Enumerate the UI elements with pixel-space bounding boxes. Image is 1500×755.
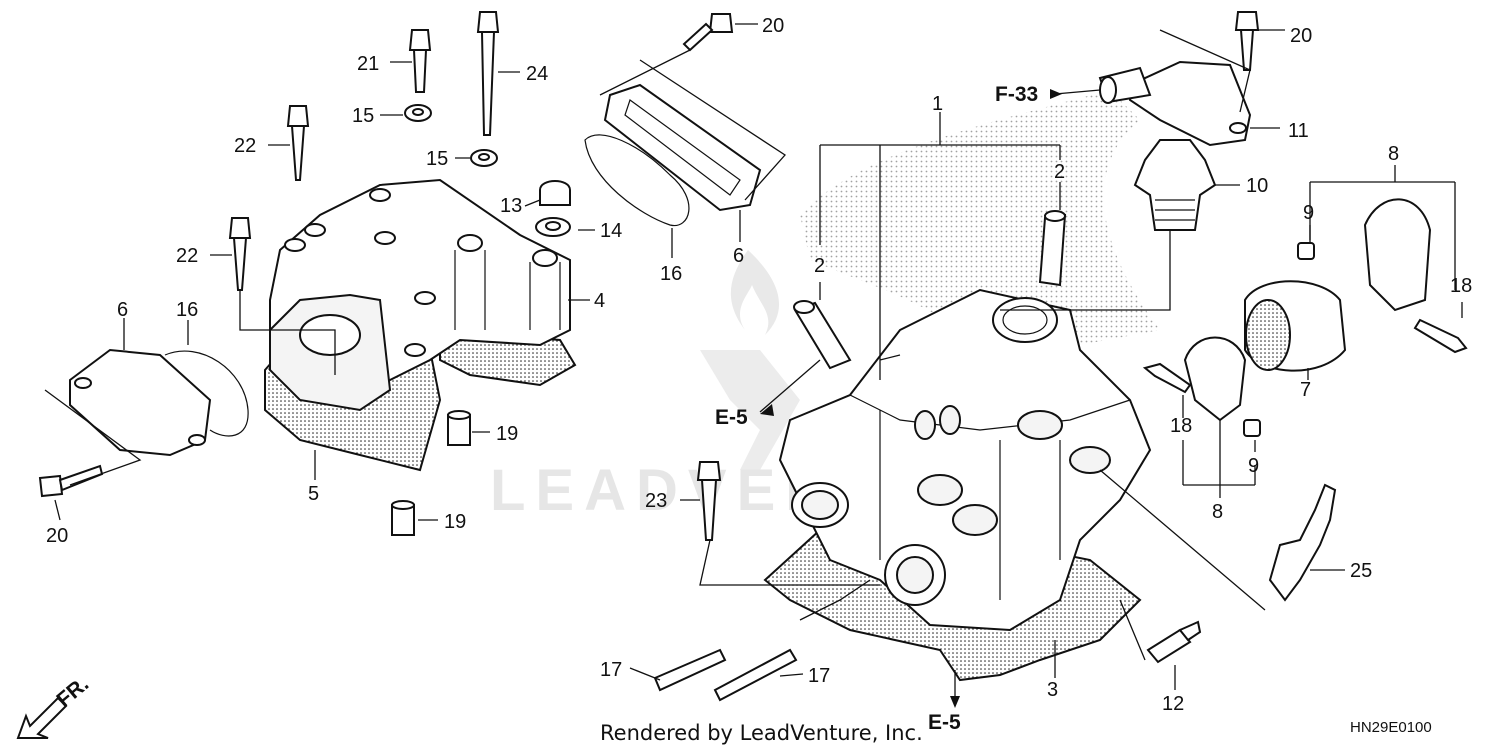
callout-10: 10 xyxy=(1246,175,1268,197)
callout-24: 24 xyxy=(526,63,548,85)
callout-19: 19 xyxy=(496,423,518,445)
callout-labels: 1 2 2 3 4 5 6 6 7 8 8 9 9 10 11 12 13 14… xyxy=(46,15,1472,715)
ref-f33: F-33 xyxy=(995,83,1038,106)
ref-e5-upper: E-5 xyxy=(715,406,748,429)
callout-18: 18 xyxy=(1170,415,1192,437)
callout-20: 20 xyxy=(762,15,784,37)
callout-20: 20 xyxy=(1290,25,1312,47)
shaded-region xyxy=(800,90,1160,360)
callout-21: 21 xyxy=(357,53,379,75)
callout-16: 16 xyxy=(660,263,682,285)
callout-5: 5 xyxy=(308,483,319,505)
callout-4: 4 xyxy=(594,290,605,312)
bolt-24 xyxy=(476,11,500,33)
stud-17-right xyxy=(713,648,798,702)
callout-22: 22 xyxy=(176,245,198,267)
callout-25: 25 xyxy=(1350,560,1372,582)
callout-18: 18 xyxy=(1450,275,1472,297)
front-direction-marker: FR. xyxy=(16,672,93,739)
callout-8: 8 xyxy=(1388,143,1399,165)
cover-port-opening xyxy=(299,314,361,356)
bolt-20-right xyxy=(1234,11,1260,31)
cap-nut-13 xyxy=(539,180,571,206)
thermostat-cover-11 xyxy=(1129,60,1252,147)
callout-16: 16 xyxy=(176,299,198,321)
callout-15: 15 xyxy=(352,105,374,127)
screw-18-left xyxy=(1142,362,1192,394)
stud-17-left xyxy=(653,648,727,692)
o-ring-16-upper xyxy=(584,134,690,227)
ref-e5-lower: E-5 xyxy=(928,711,961,734)
callout-1: 1 xyxy=(932,93,943,115)
bolt-21 xyxy=(408,29,432,51)
callout-8: 8 xyxy=(1212,501,1223,523)
ref-arrow-icon xyxy=(950,696,960,708)
callout-12: 12 xyxy=(1162,693,1184,715)
clip-9-upper xyxy=(1297,242,1315,260)
cover-cap-6-upper xyxy=(603,83,762,212)
ref-arrow-icon xyxy=(760,404,774,416)
callout-9: 9 xyxy=(1248,455,1259,477)
cylinder-head-3 xyxy=(778,288,1152,632)
cylinder-head-group xyxy=(653,210,1202,702)
callout-17: 17 xyxy=(808,665,830,687)
callout-7: 7 xyxy=(1300,379,1311,401)
screw-18-right xyxy=(1413,318,1468,354)
diagram-code: HN29E0100 xyxy=(1350,719,1432,736)
callout-2: 2 xyxy=(1054,161,1065,183)
callout-19: 19 xyxy=(444,511,466,533)
callout-23: 23 xyxy=(645,490,667,512)
thermostat-seat xyxy=(992,297,1058,343)
bolt-23 xyxy=(696,461,722,481)
spark-plug-25 xyxy=(1268,483,1337,602)
callout-13: 13 xyxy=(500,195,522,217)
callout-22: 22 xyxy=(234,135,256,157)
bolt-22-upper xyxy=(286,105,310,127)
cylinder-head-cover-group xyxy=(38,11,762,536)
callout-6: 6 xyxy=(117,299,128,321)
callout-14: 14 xyxy=(600,220,622,242)
bolt-22-lower xyxy=(228,217,252,239)
bolt-20-left xyxy=(38,474,64,498)
clamp-8-upper xyxy=(1363,198,1432,312)
clamp-8-lower xyxy=(1183,336,1247,422)
thermostat-group xyxy=(1098,11,1468,602)
fitting-2-right xyxy=(1038,213,1067,287)
bolt-20-top xyxy=(708,13,734,33)
callout-17: 17 xyxy=(600,659,622,681)
callout-20: 20 xyxy=(46,525,68,547)
ref-arrow-icon xyxy=(1050,89,1062,99)
front-arrow-icon xyxy=(16,696,68,739)
leader-lines xyxy=(44,23,1463,705)
callout-2: 2 xyxy=(814,255,825,277)
callout-15: 15 xyxy=(426,148,448,170)
callout-9: 9 xyxy=(1303,202,1314,224)
reference-labels: F-33 E-5 E-5 xyxy=(715,83,1062,734)
o-ring-16-left xyxy=(164,350,249,437)
callout-3: 3 xyxy=(1047,679,1058,701)
clip-9-lower xyxy=(1243,419,1261,437)
callout-6: 6 xyxy=(733,245,744,267)
rendered-by-caption: Rendered by LeadVenture, Inc. xyxy=(600,721,923,745)
thermostat-10 xyxy=(1133,139,1217,231)
callout-11: 11 xyxy=(1288,120,1309,142)
temp-sensor-12 xyxy=(1146,628,1192,664)
